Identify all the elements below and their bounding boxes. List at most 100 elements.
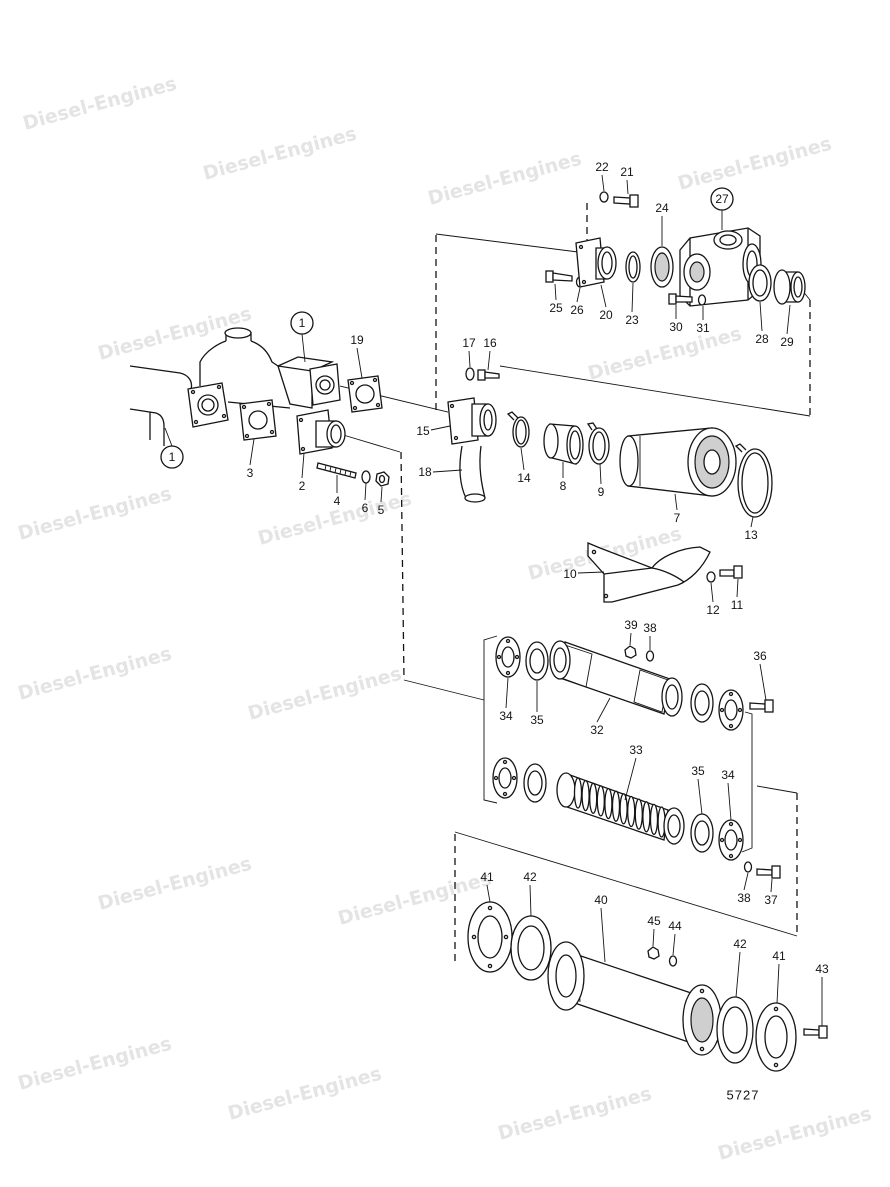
callout-21: 21	[620, 165, 634, 179]
watermark-text: Diesel-Engines	[96, 853, 254, 915]
part-41-right	[755, 1002, 797, 1072]
callout-42-left: 42	[523, 870, 537, 884]
part-13	[734, 443, 773, 518]
part-1	[129, 327, 341, 446]
part-32	[549, 640, 683, 717]
leader-lines	[164, 174, 823, 1026]
part-33	[556, 772, 685, 845]
callout-20: 20	[599, 308, 613, 322]
part-15	[447, 397, 497, 445]
part-35-upper-right	[690, 683, 714, 723]
figure-number: 5727	[727, 1088, 760, 1103]
callout-22: 22	[595, 160, 609, 174]
watermark-text: Diesel-Engines	[426, 148, 584, 210]
callout-15: 15	[416, 424, 430, 438]
part-28	[748, 264, 772, 302]
part-35-upper-left	[525, 641, 549, 681]
callout-31: 31	[696, 321, 710, 335]
callout-labels: 22 21 24 25 26 20 23 30 31 28 29 19 17 1…	[247, 160, 829, 976]
callout-45: 45	[647, 914, 661, 928]
callout-4: 4	[334, 494, 341, 508]
part-9	[586, 422, 610, 465]
part-34-lower-left	[492, 757, 518, 799]
callout-38-upper: 38	[643, 621, 657, 635]
part-10	[587, 542, 711, 603]
part-34-lower-right	[718, 819, 744, 861]
part-31	[697, 294, 707, 306]
part-44	[668, 955, 678, 967]
circled-callout-label: 1	[299, 316, 306, 330]
watermark-text: Diesel-Engines	[496, 1083, 654, 1145]
part-41-left	[467, 901, 513, 973]
callout-18: 18	[418, 465, 432, 479]
callout-16: 16	[483, 336, 497, 350]
callout-26: 26	[570, 303, 584, 317]
callout-19: 19	[350, 333, 364, 347]
part-17	[465, 367, 475, 381]
circled-callout-label: 27	[715, 192, 729, 206]
part-34-upper-left	[495, 636, 521, 678]
part-4	[316, 462, 357, 479]
callout-35-right: 35	[691, 764, 705, 778]
callout-41-right: 41	[772, 949, 786, 963]
callout-42-right: 42	[733, 937, 747, 951]
part-3	[239, 399, 277, 441]
part-11	[719, 565, 743, 579]
callout-8: 8	[560, 479, 567, 493]
callout-23: 23	[625, 313, 639, 327]
part-45	[647, 946, 660, 960]
part-24	[650, 246, 674, 288]
watermark-text: Diesel-Engines	[676, 133, 834, 195]
part-2	[296, 409, 346, 455]
callout-37: 37	[764, 893, 778, 907]
circled-callout-1-upper: 1	[290, 311, 314, 335]
callout-30: 30	[669, 320, 683, 334]
watermark-text: Diesel-Engines	[716, 1103, 874, 1165]
part-23	[625, 251, 641, 283]
part-8	[543, 423, 584, 465]
circled-callout-27: 27	[710, 187, 734, 211]
part-6	[361, 470, 371, 484]
part-38-lower	[743, 861, 753, 873]
callout-9: 9	[598, 485, 605, 499]
part-35-lower-left	[523, 763, 547, 803]
part-39	[624, 645, 637, 659]
callout-25: 25	[549, 301, 563, 315]
callout-7: 7	[674, 511, 681, 525]
part-25	[545, 270, 573, 283]
part-20	[575, 237, 617, 288]
part-16	[477, 369, 500, 381]
part-40	[547, 941, 722, 1056]
part-29	[773, 269, 806, 305]
circled-callout-1-lower: 1	[160, 445, 184, 469]
callout-3: 3	[247, 466, 254, 480]
part-35-lower-right	[690, 813, 714, 853]
part-42-right	[716, 996, 754, 1064]
callout-44: 44	[668, 919, 682, 933]
part-38-upper	[645, 650, 655, 662]
watermark-text: Diesel-Engines	[16, 483, 174, 545]
watermark-text: Diesel-Engines	[16, 1033, 174, 1095]
callout-38-lower: 38	[737, 891, 751, 905]
callout-24: 24	[655, 201, 669, 215]
callout-5: 5	[378, 503, 385, 517]
part-37	[756, 865, 781, 879]
watermark-text: Diesel-Engines	[586, 323, 744, 385]
callout-10: 10	[563, 567, 577, 581]
callout-34-left: 34	[499, 709, 513, 723]
callout-12: 12	[706, 603, 720, 617]
callout-2: 2	[299, 479, 306, 493]
callout-36: 36	[753, 649, 767, 663]
part-42-left	[510, 915, 552, 981]
callout-35-left: 35	[530, 713, 544, 727]
part-19	[347, 375, 383, 413]
callout-14: 14	[517, 471, 531, 485]
callout-11: 11	[731, 598, 744, 612]
callout-17: 17	[462, 336, 476, 350]
callout-28: 28	[755, 332, 769, 346]
callout-13: 13	[744, 528, 758, 542]
part-27	[679, 227, 762, 307]
circled-callout-label: 1	[169, 450, 176, 464]
part-7	[619, 427, 737, 497]
